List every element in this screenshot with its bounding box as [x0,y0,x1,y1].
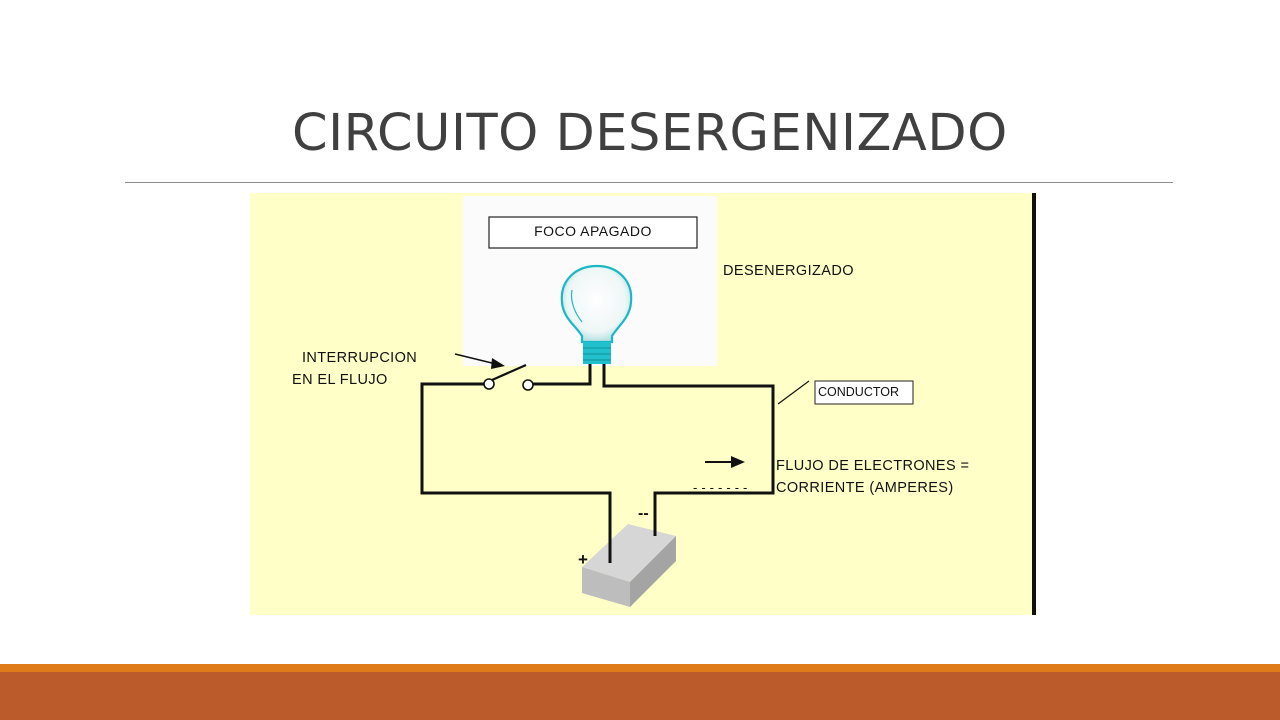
bulb-label-box: FOCO APAGADO [488,216,698,249]
switch-pointer-arrow [454,353,505,369]
flow-label-line2: CORRIENTE (AMPERES) [776,480,954,496]
state-label: DESENERGIZADO [723,263,854,279]
bulb-label: FOCO APAGADO [534,223,652,239]
footer-accent-line [0,664,1280,672]
light-bulb-icon [560,264,633,364]
footer-bar [0,672,1280,720]
battery-positive-label: + [578,550,588,569]
slide-title: CIRCUITO DESERGENIZADO [292,104,1008,163]
switch-label-line2: EN EL FLUJO [292,372,388,388]
switch-label-line1: INTERRUPCION [302,350,417,366]
title-divider [125,182,1173,183]
conductor-label-box: CONDUCTOR [814,380,914,405]
conductor-label: CONDUCTOR [818,385,899,399]
diagram-border [1032,193,1036,615]
battery-negative-label: -- [638,505,649,522]
flow-dashes: - - - - - - - [693,480,748,495]
battery-icon [582,493,676,607]
arrow-icon [705,456,745,468]
flow-label-line1: FLUJO DE ELECTRONES = [776,458,969,474]
switch-icon [483,363,534,391]
conductor-pointer [777,380,810,405]
